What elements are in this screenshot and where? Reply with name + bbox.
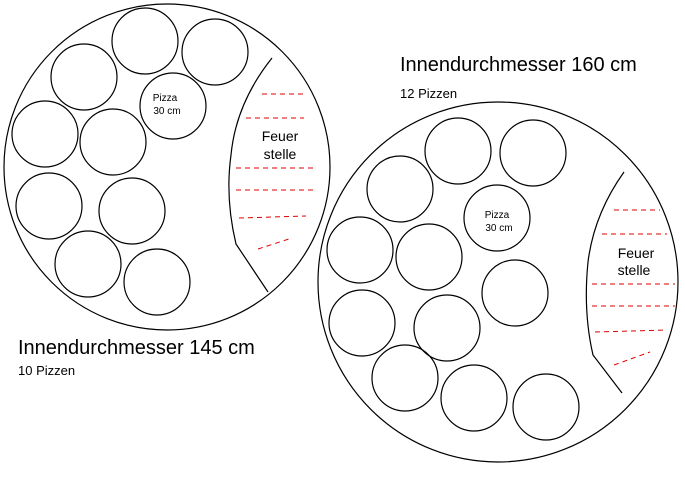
oven-145-title: Innendurchmesser 145 cm <box>18 337 255 359</box>
oven-160-title: Innendurchmesser 160 cm <box>400 54 637 76</box>
pizza-label-line1: Pizza <box>485 210 510 221</box>
oven-145: Pizza 30 cm Feuer stelle Innendurchmesse… <box>3 3 331 378</box>
pizza-label-line2: 30 cm <box>485 223 512 234</box>
oven-160-pizzas <box>326 117 580 441</box>
fire-label-line2: stelle <box>264 146 297 162</box>
fire-label-line1: Feuer <box>262 128 299 144</box>
pizza <box>139 72 207 140</box>
pizza <box>463 184 531 252</box>
pizza <box>326 216 394 284</box>
oven-160: Pizza 30 cm Feuer stelle Innendurchmesse… <box>317 54 679 463</box>
oven-160-subtitle: 12 Pizzen <box>400 86 457 101</box>
pizza <box>328 289 396 357</box>
pizza-label-line1: Pizza <box>153 93 178 104</box>
pizza <box>424 117 492 185</box>
pizza <box>15 172 83 240</box>
pizza <box>98 177 166 245</box>
oven-145-subtitle: 10 Pizzen <box>18 363 75 378</box>
pizza <box>499 119 567 187</box>
oven-145-outline <box>3 3 331 331</box>
pizza <box>181 18 249 86</box>
pizza <box>440 364 508 432</box>
pizza <box>79 108 147 176</box>
pizza <box>395 223 463 291</box>
fire-label-line1: Feuer <box>618 245 655 261</box>
pizza <box>123 248 191 316</box>
pizza <box>54 230 122 298</box>
fire-wall <box>228 57 273 293</box>
oven-145-pizzas <box>11 7 249 316</box>
pizza <box>481 259 549 327</box>
pizza <box>111 7 179 75</box>
pizza <box>11 100 79 168</box>
pizza <box>512 373 580 441</box>
pizza-label-line2: 30 cm <box>153 106 180 117</box>
oven-160-outline <box>317 101 679 463</box>
pizza <box>413 294 481 362</box>
fire-wall <box>585 171 625 394</box>
pizza <box>366 155 434 223</box>
pizza <box>50 43 118 111</box>
pizza <box>371 344 439 412</box>
fire-label-line2: stelle <box>618 262 651 278</box>
fire-dashes <box>592 209 675 366</box>
fire-dashes <box>236 93 316 250</box>
